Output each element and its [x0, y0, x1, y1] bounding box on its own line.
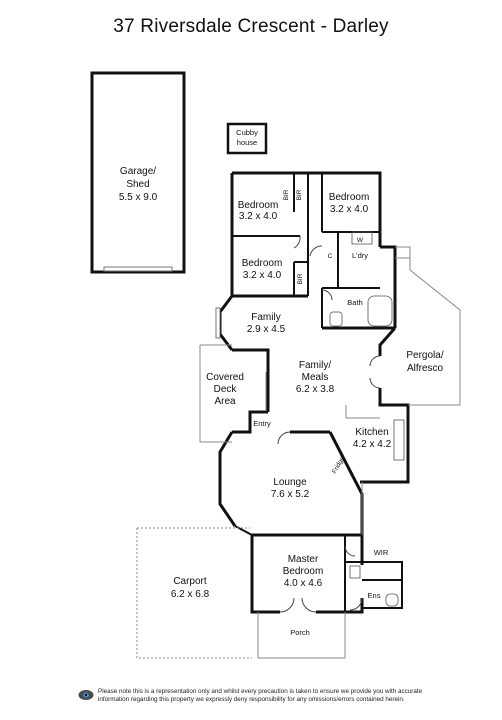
garage-size: 5.5 x 9.0	[119, 192, 158, 203]
family-meals-size: 6.2 x 3.8	[296, 384, 335, 395]
deck-label-1: Covered	[206, 372, 244, 383]
carport-size: 6.2 x 6.8	[171, 589, 210, 600]
bir-label-1: BIR	[283, 189, 290, 200]
master-label-1: Master	[288, 554, 319, 565]
bedroom-b-label: Bedroom	[329, 192, 370, 203]
outdoor-outlines	[136, 246, 461, 659]
family-meals-label-2: Meals	[302, 372, 329, 383]
laundry-label: L'dry	[352, 251, 368, 260]
family-size: 2.9 x 4.5	[247, 324, 286, 335]
wir-label: WIR	[374, 548, 389, 557]
master-label-2: Bedroom	[283, 566, 324, 577]
ens-label: Ens	[368, 591, 381, 600]
family-meals-label-1: Family/	[299, 360, 331, 371]
fridge-label: Fridge	[331, 455, 346, 475]
w-label: W	[357, 237, 364, 244]
bath-label: Bath	[347, 298, 362, 307]
bedroom-c-label: Bedroom	[242, 258, 283, 269]
garage-label-2: Shed	[126, 179, 149, 190]
lounge-label: Lounge	[273, 477, 307, 488]
pergola-label-2: Alfresco	[407, 363, 444, 374]
floor-plan: Garage/ Shed 5.5 x 9.0 Cubby house	[90, 71, 461, 659]
family-label: Family	[251, 312, 280, 323]
entry-label: Entry	[253, 419, 271, 428]
garage-label-1: Garage/	[120, 166, 156, 177]
bedroom-c-size: 3.2 x 4.0	[243, 270, 282, 281]
eye-logo-icon	[78, 690, 94, 700]
fixtures	[215, 231, 405, 607]
carport-label: Carport	[173, 576, 207, 587]
lounge-size: 7.6 x 5.2	[271, 489, 310, 500]
garage-shed: Garage/ Shed 5.5 x 9.0	[90, 71, 186, 274]
kitchen-size: 4.2 x 4.2	[353, 439, 392, 450]
kitchen-label: Kitchen	[355, 427, 388, 438]
bedroom-a-size: 3.2 x 4.0	[239, 211, 278, 222]
c-label: C	[328, 253, 333, 260]
deck-label-2: Deck	[214, 384, 238, 395]
cubby-house: Cubby house	[226, 122, 268, 155]
disclaimer-text: Please note this is a representation onl…	[98, 688, 423, 703]
deck-label-3: Area	[214, 396, 236, 407]
cubby-label-2: house	[237, 138, 257, 147]
bir-label-2: BIR	[296, 189, 303, 200]
plan-title: 37 Riversdale Crescent - Darley	[113, 16, 389, 37]
bir-label-3: BIR	[297, 273, 304, 284]
cubby-label-1: Cubby	[236, 128, 258, 137]
bedroom-b-size: 3.2 x 4.0	[330, 204, 369, 215]
doors	[277, 235, 381, 613]
bedroom-a-label: Bedroom	[238, 200, 279, 211]
pergola-label-1: Pergola/	[406, 350, 443, 361]
porch-label: Porch	[290, 628, 310, 637]
master-size: 4.0 x 4.6	[284, 578, 323, 589]
